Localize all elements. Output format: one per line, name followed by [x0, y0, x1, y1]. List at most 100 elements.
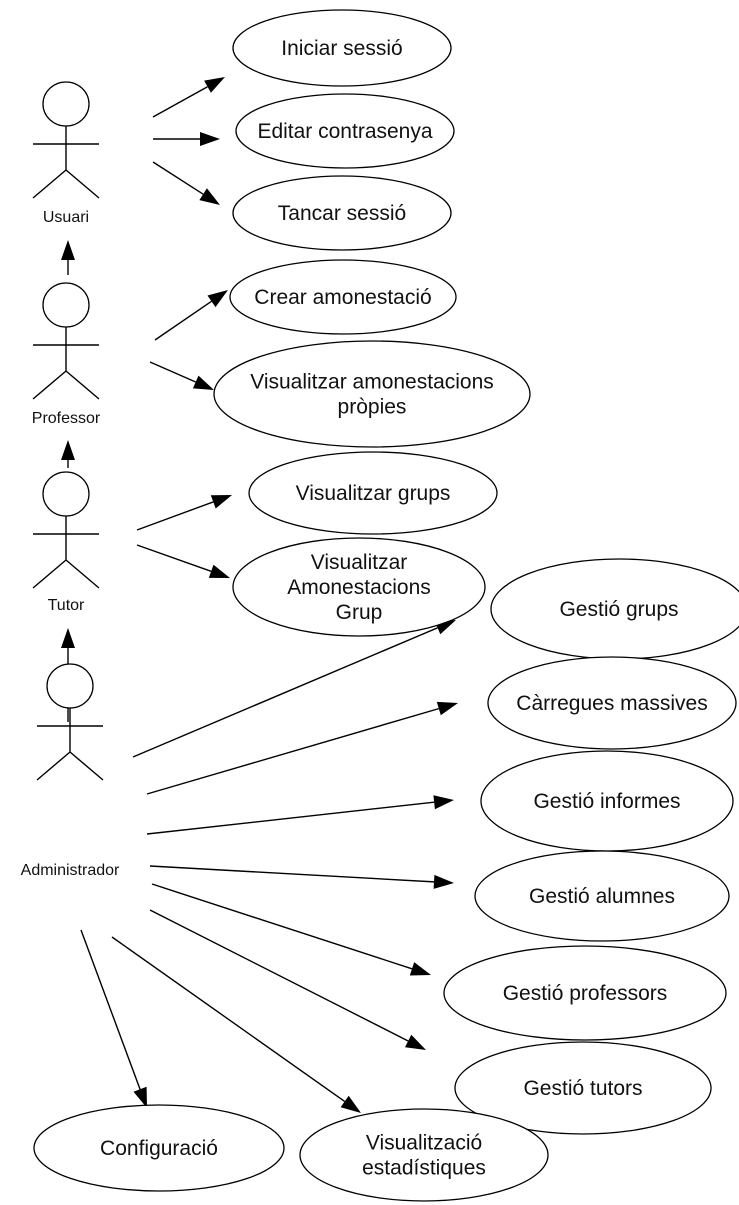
use-case-carregues: Càrregues massives — [487, 656, 737, 750]
use-case-ellipse — [299, 1108, 549, 1202]
use-case-label: Tancar sessió — [278, 202, 406, 225]
use-case-label: Visualitzar amonestacions — [250, 371, 494, 394]
arrow-head-icon — [433, 874, 454, 889]
relation-line — [136, 501, 214, 531]
use-case-label: Crear amonestació — [254, 286, 431, 309]
actor-admin: Administrador — [21, 663, 120, 879]
arrow-head-icon — [409, 962, 431, 976]
relation-usuari-tancar — [152, 161, 220, 205]
relation-usuari-editar — [153, 132, 220, 146]
use-case-gestio_grups: Gestió grups — [490, 558, 739, 660]
use-case-ellipse — [232, 537, 486, 637]
relation-admin-gestio_grups — [132, 620, 456, 758]
relation-line — [132, 627, 438, 758]
use-case-label: Iniciar sessió — [281, 37, 402, 60]
actor-head-icon — [42, 81, 90, 127]
use-case-ellipse — [443, 945, 727, 1041]
stick-figure-icon — [32, 126, 100, 199]
use-case-crear: Crear amonestació — [229, 259, 457, 335]
relation-line — [80, 929, 141, 1090]
actor-head-icon — [46, 663, 94, 709]
arrow-head-icon — [199, 188, 220, 205]
relation-admin-informes — [146, 795, 454, 835]
use-case-ellipse — [33, 1104, 285, 1192]
relation-tutor-vis_grups — [136, 495, 232, 531]
arrow-head-icon — [61, 440, 75, 460]
arrow-head-icon — [340, 1095, 361, 1113]
relations-layer — [61, 77, 458, 1113]
relation-line — [152, 161, 204, 195]
use-case-editar: Editar contrasenya — [235, 93, 455, 169]
stick-figure-icon — [36, 708, 104, 781]
arrow-head-icon — [204, 77, 225, 93]
arrow-head-icon — [207, 290, 228, 308]
arrow-head-icon — [192, 375, 214, 390]
relation-line — [151, 883, 413, 970]
use-case-configuracio: Configuració — [33, 1104, 285, 1192]
relation-professor-usuari — [61, 240, 75, 275]
relation-admin-alumnes — [149, 865, 454, 889]
use-case-label: Amonestacions — [287, 576, 431, 599]
relation-line — [146, 707, 440, 795]
use-case-label: Visualització — [366, 1132, 482, 1155]
use-case-informes: Gestió informes — [480, 750, 734, 852]
arrow-head-icon — [133, 1086, 147, 1108]
actor-label: Tutor — [48, 597, 85, 614]
relation-line — [149, 909, 409, 1042]
use-case-ellipse — [213, 340, 531, 448]
use-case-label: Gestió tutors — [523, 1077, 642, 1100]
use-case-label: Gestió informes — [533, 790, 680, 813]
relation-usuari-iniciar — [152, 77, 225, 118]
actor-usuari: Usuari — [32, 81, 100, 226]
actor-label: Professor — [32, 410, 101, 427]
use-case-label: Gestió professors — [503, 982, 668, 1005]
use-case-label: estadístiques — [362, 1157, 486, 1180]
arrow-head-icon — [61, 240, 75, 260]
actor-label: Administrador — [21, 862, 120, 879]
use-case-vis_grups: Visualitzar grups — [248, 451, 498, 535]
use-case-ellipse — [232, 9, 452, 87]
relation-line — [136, 544, 212, 572]
use-case-label: Editar contrasenya — [257, 120, 432, 143]
use-case-label: Configuració — [100, 1137, 218, 1160]
actor-professor: Professor — [32, 282, 101, 427]
actor-head-icon — [42, 282, 90, 328]
relation-line — [154, 300, 212, 341]
arrow-head-icon — [61, 628, 75, 648]
relation-admin-carregues — [146, 701, 458, 795]
use-case-tutors: Gestió tutors — [454, 1041, 712, 1135]
use-case-tancar: Tancar sessió — [232, 175, 452, 251]
arrow-head-icon — [405, 1034, 426, 1050]
use-case-label: Grup — [336, 601, 383, 624]
use-case-ellipse — [248, 451, 498, 535]
relation-admin-configuracio — [80, 929, 147, 1108]
use-case-ellipse — [232, 175, 452, 251]
relation-professor-vis_propies — [149, 361, 214, 390]
use-case-iniciar: Iniciar sessió — [232, 9, 452, 87]
relation-tutor-professor — [61, 440, 75, 468]
relation-tutor-vis_amon_grup — [136, 544, 230, 578]
use-case-label: Visualitzar grups — [296, 482, 451, 505]
arrow-head-icon — [208, 564, 230, 578]
relation-admin-estadistiques — [111, 936, 361, 1113]
relation-professor-crear — [154, 290, 228, 341]
use-case-label: Visualitzar — [311, 551, 408, 574]
use-case-ellipse — [454, 1041, 712, 1135]
relation-admin-professors — [151, 883, 431, 976]
use-case-label: Gestió alumnes — [529, 885, 675, 908]
arrow-head-icon — [433, 795, 454, 810]
stick-figure-icon — [32, 327, 100, 400]
arrow-head-icon — [210, 495, 232, 509]
use-case-label: Gestió grups — [559, 598, 678, 621]
actor-tutor: Tutor — [32, 471, 100, 614]
use-case-ellipse — [235, 93, 455, 169]
use-case-ellipse — [474, 850, 730, 942]
relation-line — [111, 936, 346, 1103]
use-case-professors: Gestió professors — [443, 945, 727, 1041]
